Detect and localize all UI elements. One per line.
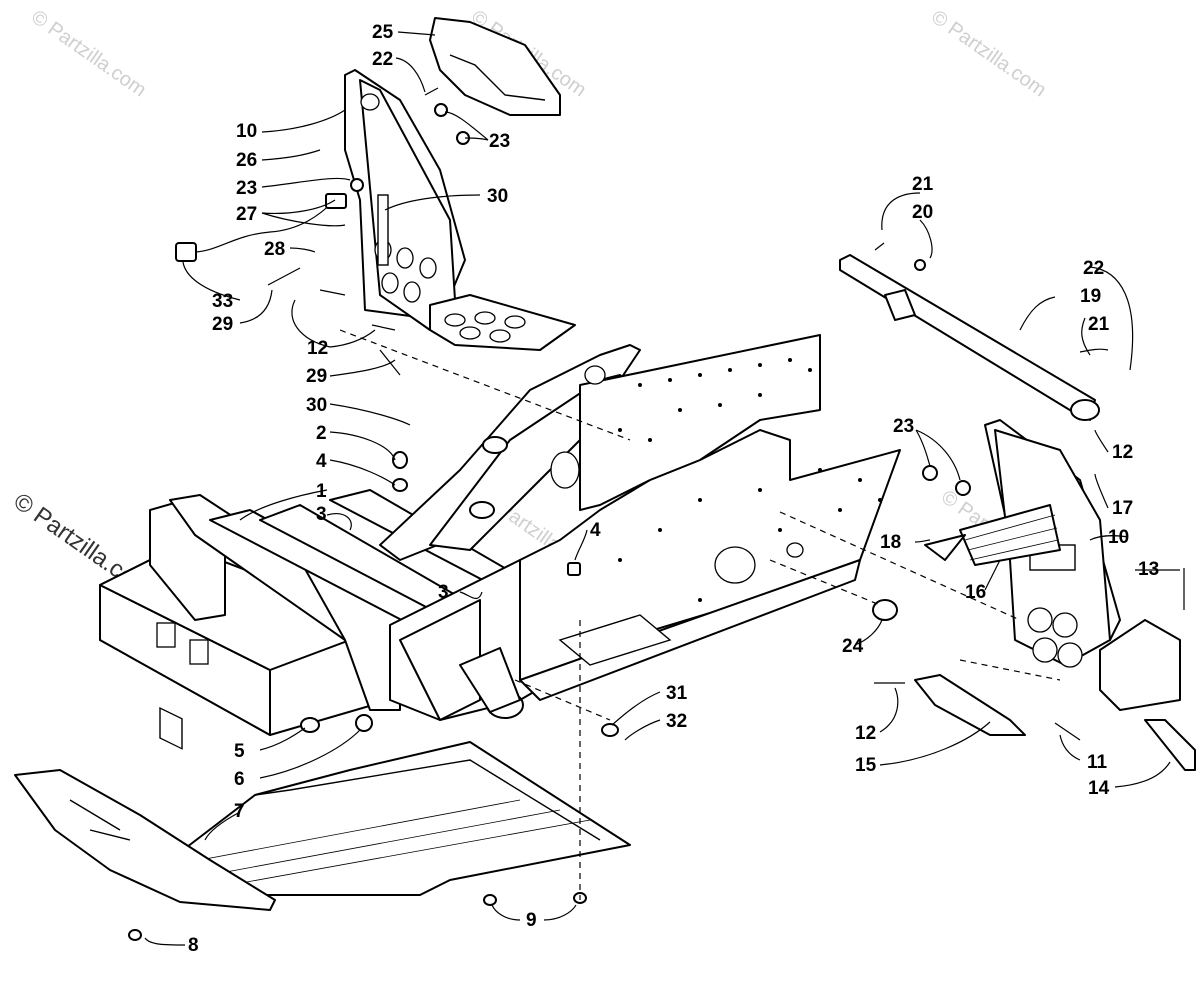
front-frame-assembly xyxy=(99,334,901,750)
callout-3: 3 xyxy=(438,582,449,603)
callout-23: 23 xyxy=(489,131,510,152)
callout-23: 23 xyxy=(893,416,914,437)
callout-labels: 1 1 2 3 3 4 4 5 6 7 8 9 10 10 11 12 12 1… xyxy=(188,22,1159,956)
faint-watermark: © Partzilla.com xyxy=(927,6,1050,101)
left-side-panel-assembly xyxy=(344,69,576,351)
callout-30: 30 xyxy=(487,186,508,207)
callout-8: 8 xyxy=(188,935,199,956)
callout-24: 24 xyxy=(842,636,864,657)
assembly-lines xyxy=(339,329,1061,900)
callout-29: 29 xyxy=(306,366,327,387)
callout-19: 19 xyxy=(1080,286,1101,307)
callout-18: 18 xyxy=(880,532,901,553)
callout-32: 32 xyxy=(666,711,687,732)
callout-4: 4 xyxy=(316,451,327,472)
callout-29: 29 xyxy=(212,314,233,335)
leader-lines xyxy=(144,31,1180,946)
callout-27: 27 xyxy=(236,204,257,225)
callout-21: 21 xyxy=(912,174,934,195)
callout-30: 30 xyxy=(306,395,327,416)
callout-16: 16 xyxy=(965,582,986,603)
callout-5: 5 xyxy=(234,741,245,762)
callout-20: 20 xyxy=(912,202,933,223)
belly-pan xyxy=(14,741,631,911)
callout-12: 12 xyxy=(1112,442,1133,463)
callout-11: 11 xyxy=(1087,752,1108,773)
callout-28: 28 xyxy=(264,239,285,260)
callout-22: 22 xyxy=(372,49,393,70)
callout-12: 12 xyxy=(855,723,876,744)
faint-watermark: © Partzilla.com xyxy=(27,6,150,101)
callout-4: 4 xyxy=(590,520,601,541)
callout-12: 12 xyxy=(307,338,328,359)
callout-22: 22 xyxy=(1083,258,1104,279)
callout-10: 10 xyxy=(236,121,257,142)
callout-15: 15 xyxy=(855,755,877,776)
callout-21: 21 xyxy=(1088,314,1110,335)
callout-14: 14 xyxy=(1088,778,1110,799)
callout-2: 2 xyxy=(316,423,327,444)
callout-7: 7 xyxy=(234,801,245,822)
callout-13: 13 xyxy=(1138,559,1159,580)
callout-31: 31 xyxy=(666,683,688,704)
headlight-shroud xyxy=(429,17,561,116)
right-side-panel-assembly xyxy=(839,254,1196,771)
callout-25: 25 xyxy=(372,22,394,43)
callout-6: 6 xyxy=(234,769,245,790)
wiring-harness xyxy=(175,193,347,262)
callout-10: 10 xyxy=(1108,527,1129,548)
fasteners xyxy=(128,87,1185,941)
callout-23: 23 xyxy=(236,178,257,199)
callout-3: 3 xyxy=(316,504,327,525)
callout-26: 26 xyxy=(236,150,257,171)
callout-17: 17 xyxy=(1112,498,1133,519)
callout-1: 1 xyxy=(316,481,327,502)
callout-9: 9 xyxy=(526,910,537,931)
callout-33: 33 xyxy=(212,291,233,312)
